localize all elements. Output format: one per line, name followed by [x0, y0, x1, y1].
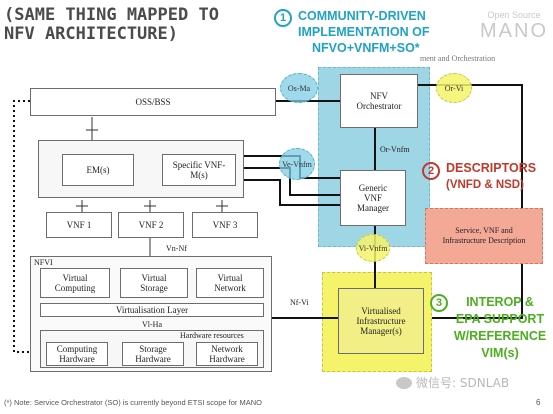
slide-title-line-2: NFV ARCHITECTURE) [4, 24, 178, 44]
watermark-text: 微信号: SDNLAB [416, 376, 510, 390]
ve-vnfm-bubble: Ve-Vnfm [279, 148, 315, 180]
wechat-watermark: 微信号: SDNLAB [396, 374, 509, 391]
or-vi-bubble: Or-Vi [436, 73, 472, 103]
callout-3-line-2: EPA SUPPORT [455, 312, 545, 326]
vnf-2-box: VNF 2 [118, 212, 184, 238]
callout-2-line-1: DESCRIPTORS [446, 161, 537, 175]
osm-logo: Open Source MANO [478, 10, 550, 43]
vl-ha-label: Vl-Ha [142, 320, 162, 329]
callout-3-line-3: W/REFERENCE [453, 329, 547, 343]
callout-3-number: 3 [430, 294, 448, 312]
callout-1-text: COMMUNITY-DRIVEN IMPLEMENTATION OF NFVO+… [298, 8, 478, 56]
callout-1-number: 1 [274, 9, 292, 27]
vnf-3-box: VNF 3 [192, 212, 258, 238]
os-ma-bubble: Os-Ma [280, 73, 318, 103]
callout-3-text: INTEROP & EPA SUPPORT W/REFERENCE VIM(s) [448, 294, 552, 362]
slide-title-line-1: (SAME THING MAPPED TO [4, 5, 219, 25]
footnote: (*) Note: Service Orchestrator (SO) is c… [4, 398, 262, 407]
em-box: EM(s) [62, 154, 134, 186]
callout-1-line-3: NFVO+VNFM+SO* [312, 41, 420, 55]
vn-nf-label: Vn-Nf [166, 244, 187, 253]
hardware-resources-label: Hardware resources [180, 331, 244, 340]
vim-box: Virtualised Infrastructure Manager(s) [338, 288, 424, 354]
vnf-1-box: VNF 1 [46, 212, 112, 238]
header-fragment: ment and Orchestration [420, 54, 496, 63]
logo-line-2: MANO [480, 20, 548, 42]
callout-3-line-1: INTEROP & [466, 295, 534, 309]
virtualisation-layer-box: Virtualisation Layer [40, 303, 264, 317]
virtual-computing-box: Virtual Computing [40, 268, 110, 298]
callout-1-line-2: IMPLEMENTATION OF [298, 25, 430, 39]
callout-3-line-4: VIM(s) [481, 346, 519, 360]
oss-bss-box: OSS/BSS [30, 88, 276, 116]
vi-vnfm-bubble: Vi-Vnfm [356, 234, 390, 262]
descriptors-box: Service, VNF and Infrastructure Descript… [425, 208, 543, 264]
virtual-network-box: Virtual Network [196, 268, 264, 298]
nfvi-label: NFVI [34, 258, 53, 267]
slide-title: (SAME THING MAPPED TO NFV ARCHITECTURE) [4, 6, 264, 44]
virtual-storage-box: Virtual Storage [120, 268, 188, 298]
computing-hardware-box: Computing Hardware [46, 342, 108, 366]
logo-line-1: Open Source [487, 10, 541, 20]
callout-2-number: 2 [422, 162, 440, 180]
callout-2-text: DESCRIPTORS (VNFD & NSD) [446, 160, 552, 194]
storage-hardware-box: Storage Hardware [122, 342, 184, 366]
generic-vnf-manager-box: Generic VNF Manager [340, 170, 406, 226]
callout-1-line-1: COMMUNITY-DRIVEN [298, 9, 426, 23]
nf-vi-label: Nf-Vi [290, 298, 309, 307]
or-vnfm-label: Or-Vnfm [380, 145, 410, 154]
page-number: 6 [536, 398, 541, 407]
network-hardware-box: Network Hardware [196, 342, 258, 366]
callout-2-line-2: (VNFD & NSD) [446, 179, 524, 191]
nfv-orchestrator-box: NFV Orchestrator [340, 74, 418, 128]
wechat-icon [396, 376, 412, 389]
specific-vnfm-box: Specific VNF-M(s) [162, 154, 236, 186]
